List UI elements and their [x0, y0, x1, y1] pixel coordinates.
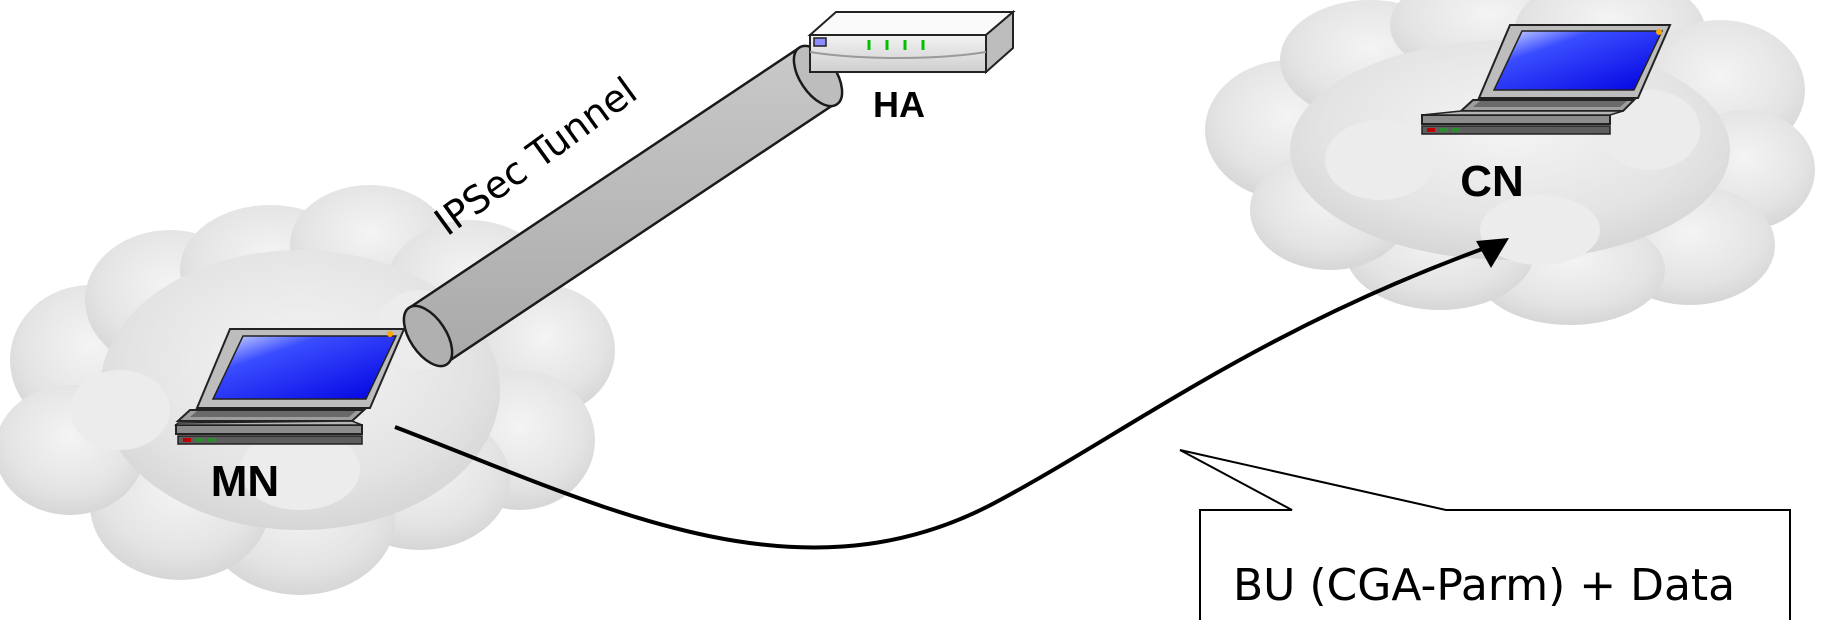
ha-device-icon [807, 9, 1016, 75]
cn-laptop-icon [1421, 24, 1672, 135]
mn-laptop-icon [174, 328, 406, 445]
cn-label: CN [1460, 157, 1524, 206]
bu-arrow [394, 238, 1509, 550]
ipsec-tunnel [402, 44, 844, 368]
mn-cloud [0, 185, 615, 595]
ha-label: HA [873, 84, 925, 125]
message-label: BU (CGA-Parm) + Data [1233, 560, 1735, 611]
mn-label: MN [211, 457, 279, 506]
message-callout: BU (CGA-Parm) + Data [1179, 449, 1791, 620]
